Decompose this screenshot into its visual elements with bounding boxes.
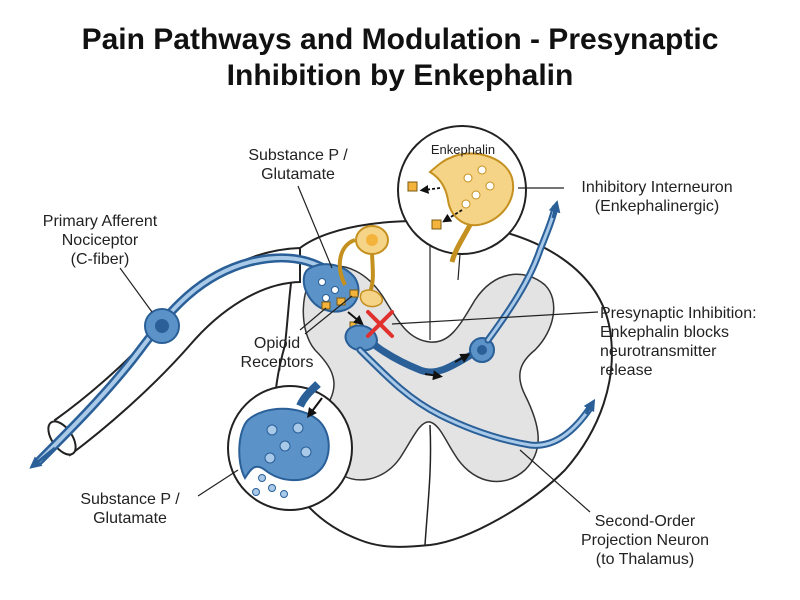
signal-arrow xyxy=(347,311,364,326)
leader-presynaptic-inhibition xyxy=(391,311,599,325)
zoom-opioid-receptor xyxy=(407,181,418,192)
tract-arrow-right xyxy=(583,398,596,415)
page-title: Pain Pathways and Modulation - Presynapt… xyxy=(0,22,800,94)
title-line-2: Inhibition by Enkephalin xyxy=(226,59,574,92)
substance-p-bottom-label: Substance P / Glutamate xyxy=(80,491,180,527)
leader-second-order xyxy=(519,449,591,513)
leader-primary-afferent xyxy=(119,267,153,313)
descending-tract-inner xyxy=(358,348,592,447)
title-line-1: Pain Pathways and Modulation - Presynapt… xyxy=(81,23,719,56)
enkephalin-vesicle xyxy=(471,190,481,200)
leader-opioid-receptors xyxy=(304,295,353,335)
released-neurotransmitter xyxy=(268,484,276,492)
leader-substance-p-top xyxy=(297,185,333,269)
opioid-receptors-label: Opioid Receptors xyxy=(240,335,314,371)
zoom-vesicle xyxy=(279,440,291,452)
zoom-connector xyxy=(457,253,461,281)
enkephalin-release-arrow xyxy=(419,184,441,194)
afferent-direction-arrow xyxy=(29,446,56,469)
central-groove xyxy=(424,424,432,546)
zoom-enkephalin-axon xyxy=(449,223,473,263)
vesicle xyxy=(318,278,326,286)
zoom-vesicle xyxy=(300,446,312,458)
leader-substance-p-bottom xyxy=(197,469,239,497)
substance-p-top-label: Substance P / Glutamate xyxy=(248,147,348,183)
opioid-receptor xyxy=(336,297,346,306)
released-neurotransmitter xyxy=(258,474,266,482)
enkephalin-vesicle xyxy=(477,165,487,175)
enkephalin-vesicle xyxy=(463,173,473,183)
zoom-vesicle xyxy=(266,424,278,436)
inhibitory-interneuron-label: Inhibitory Interneuron (Enkephalinergic) xyxy=(581,179,733,215)
zoom-vesicle xyxy=(292,422,304,434)
presynaptic-inhibition-label: Presynaptic Inhibition: Enkephalin block… xyxy=(600,305,757,379)
zoom-bouton-axon xyxy=(296,381,321,408)
opioid-receptor xyxy=(349,289,359,298)
leader-opioid-receptors xyxy=(299,307,327,331)
signal-arrow xyxy=(454,353,471,363)
zoom-vesicle xyxy=(264,452,276,464)
second-order-postsynaptic xyxy=(344,324,378,352)
afferent-nucleus xyxy=(155,319,169,333)
enkephalin-label: Enkephalin xyxy=(430,142,496,157)
zoom-enkephalin-terminal xyxy=(428,152,515,227)
enkephalin-vesicle xyxy=(485,181,495,191)
ascending-tract-inner xyxy=(486,206,557,342)
zoom-signal-arrow xyxy=(307,397,323,418)
signal-arrow xyxy=(424,370,443,381)
ascending-arrow-top xyxy=(548,200,561,219)
vesicle xyxy=(331,286,339,294)
opioid-receptor xyxy=(321,301,331,310)
primary-afferent-label: Primary Afferent Nociceptor (C-fiber) xyxy=(42,213,158,268)
interneuron-dendrite xyxy=(337,238,356,286)
zoom-opioid-receptor xyxy=(431,219,442,230)
released-neurotransmitter xyxy=(280,490,288,498)
vesicle xyxy=(322,294,330,302)
inhibition-x-icon xyxy=(366,310,394,338)
interneuron-terminal xyxy=(359,289,384,308)
released-neurotransmitter xyxy=(252,488,260,496)
enkephalin-vesicle xyxy=(461,199,471,209)
second-order-label: Second-Order Projection Neuron (to Thala… xyxy=(580,513,710,568)
second-order-nucleus xyxy=(477,345,487,355)
primary-afferent-axon-inner xyxy=(36,255,332,464)
interneuron-nucleus xyxy=(366,234,378,246)
enkephalin-release-arrow xyxy=(442,209,463,223)
